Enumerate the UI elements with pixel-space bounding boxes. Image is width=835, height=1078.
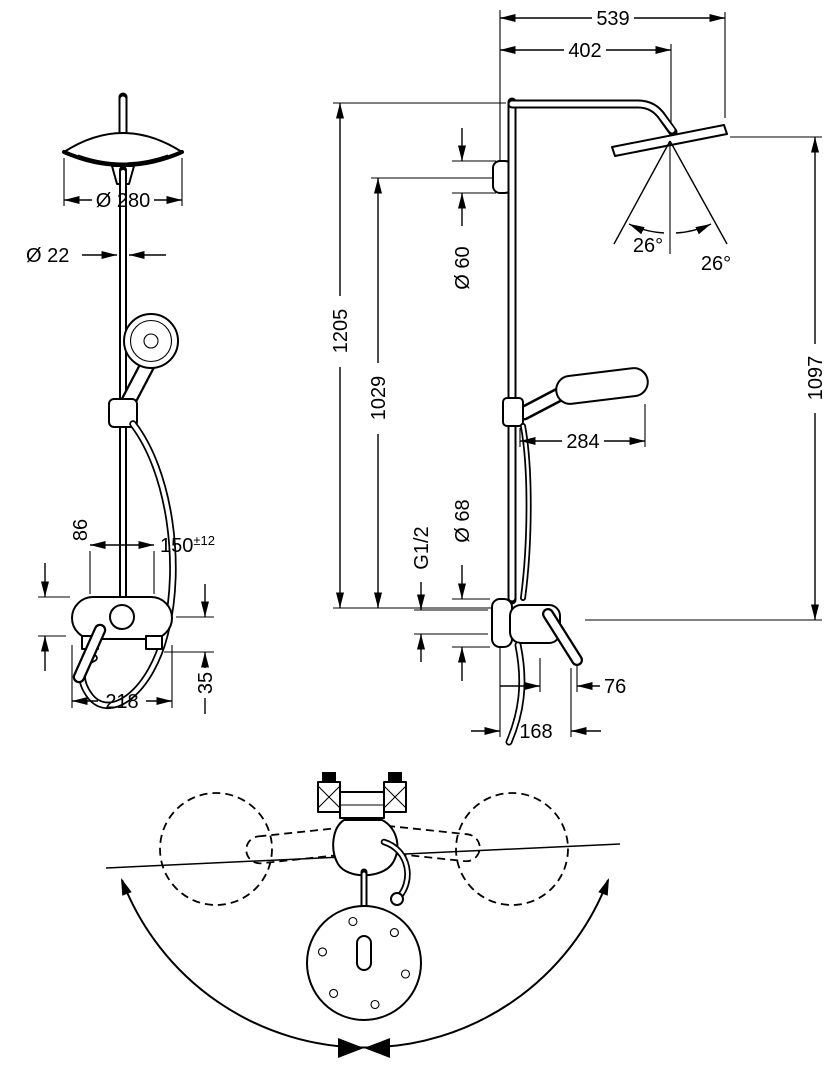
dim-label-60: Ø 60 — [452, 246, 474, 289]
dim-284-group: 284 — [519, 404, 646, 453]
dim-280-group: Ø 280 — [63, 158, 183, 212]
dim-label-thread: G1/2 — [411, 526, 433, 569]
top-view-swivel — [105, 772, 621, 1058]
shower-hose-side-lower — [505, 641, 526, 746]
dim-label-150: 150±12 — [160, 533, 215, 557]
dim-label-402: 402 — [568, 40, 601, 62]
dim-label-35: 35 — [195, 672, 217, 694]
wall-plate-top-view — [306, 868, 422, 1021]
dim-35-group: 35 — [164, 584, 217, 714]
holder-side — [502, 397, 524, 427]
dim-label-spray-angle-right: 26° — [701, 253, 731, 275]
dim-label-218: 218 — [105, 691, 138, 713]
dim-label-1097: 1097 — [805, 356, 827, 401]
dim-1097-group: 1097 — [585, 136, 827, 621]
overhead-shower-side — [611, 124, 728, 157]
dim-150-group: 150±12 — [89, 533, 215, 594]
spray-circle-right — [455, 792, 569, 906]
arc-arrow-left — [121, 878, 132, 896]
dim-218-group: 218 — [71, 645, 173, 713]
dim-label-1029: 1029 — [368, 376, 390, 421]
dim-1029-group: 1029 — [368, 177, 494, 608]
dim-label-spray-angle-left: 26° — [633, 235, 663, 257]
hose-outlet-top — [380, 838, 411, 906]
dim-1205-group: 1205 — [330, 102, 506, 609]
dim-label-539: 539 — [596, 8, 629, 30]
arc-bottom-marker-right — [364, 1038, 390, 1058]
hand-shower-front — [108, 313, 179, 428]
dim-22-group: Ø 22 — [26, 245, 166, 267]
hand-shower-side — [502, 367, 649, 427]
dim-label-pipe-diameter: Ø 22 — [26, 245, 69, 267]
dim-label-head-diameter: Ø 280 — [96, 190, 150, 212]
shower-hose-front — [78, 420, 177, 710]
dim-150-value: 150 — [160, 535, 193, 557]
swivel-arc — [121, 878, 609, 1058]
dim-68-group: Ø 68 — [452, 499, 490, 681]
dim-label-76: 76 — [604, 676, 626, 698]
overhead-shower-front — [62, 132, 184, 185]
side-view: 539 402 1205 1029 — [330, 8, 827, 746]
dim-168-group: 168 — [471, 668, 601, 743]
dim-539-group: 539 — [500, 8, 726, 118]
dim-402-group: 402 — [500, 40, 672, 132]
valve-body-top — [332, 819, 399, 877]
dim-label-68: Ø 68 — [452, 499, 474, 542]
supply-fittings-top — [317, 772, 407, 819]
front-view: Ø 280 Ø 22 — [26, 92, 217, 714]
dim-label-284: 284 — [566, 431, 599, 453]
dim-76-group: 76 — [500, 658, 626, 698]
dim-g12-group: G1/2 — [411, 526, 488, 662]
shower-arm-side — [507, 99, 678, 137]
dim-label-1205: 1205 — [330, 309, 352, 354]
mixer-valve-side — [491, 598, 583, 666]
dim-86-group: 86 — [38, 519, 92, 671]
supply-union-right — [145, 635, 163, 650]
shower-hose-side-upper — [520, 423, 532, 601]
dim-label-86: 86 — [70, 519, 92, 541]
dim-150-tolerance: ±12 — [193, 533, 215, 548]
slider-holder — [108, 398, 138, 428]
mixer-valve-front — [71, 596, 173, 684]
arc-bottom-marker-left — [338, 1038, 364, 1058]
dim-label-168: 168 — [519, 721, 552, 743]
dim-60-group: Ø 60 — [452, 128, 496, 290]
spray-angle-group: 26° 26° — [613, 140, 731, 275]
valve-boss — [109, 604, 135, 630]
arc-arrow-right — [598, 878, 609, 896]
spray-circle-left — [159, 792, 273, 906]
